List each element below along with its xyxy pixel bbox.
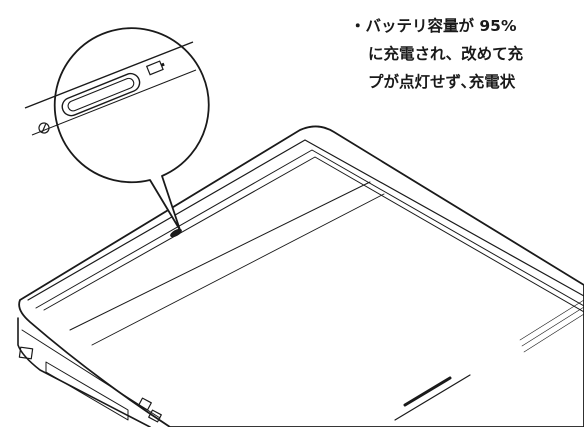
left-side-edge bbox=[21, 329, 161, 419]
usb-port-2 bbox=[148, 409, 162, 423]
lid-crease-2 bbox=[91, 193, 385, 346]
optical-drive-slot bbox=[45, 361, 129, 421]
closed-notebook-pc bbox=[17, 125, 584, 427]
callout-bubble bbox=[53, 27, 210, 231]
usb-port-1 bbox=[138, 397, 152, 411]
battery-icon bbox=[145, 60, 165, 76]
battery-charge-note: ・バッテリ容量が 95% に充電され、改めて充 プが点灯せず､充電状 bbox=[350, 12, 584, 96]
charge-lamp-inner bbox=[67, 77, 135, 112]
hinge-band-top bbox=[27, 139, 584, 301]
note-line-2: に充電され、改めて充 bbox=[368, 45, 524, 63]
power-icon bbox=[38, 122, 50, 134]
callout-edge-line-1 bbox=[24, 41, 194, 109]
note-line-3: プが点灯せず､充電状 bbox=[368, 73, 516, 91]
lid-panel bbox=[43, 156, 584, 313]
lid-crease bbox=[69, 181, 371, 331]
front-slot bbox=[394, 374, 471, 421]
port-left bbox=[18, 346, 34, 360]
front-vents bbox=[519, 299, 584, 353]
callout-magnifier bbox=[24, 27, 210, 231]
hinge-band-bottom bbox=[35, 149, 584, 309]
callout-edge-line-2 bbox=[31, 69, 197, 136]
lamp-on-lid bbox=[170, 228, 182, 238]
front-indicator-strip bbox=[403, 376, 452, 407]
note-line-1: ・バッテリ容量が 95% bbox=[350, 17, 517, 35]
left-side bbox=[17, 317, 151, 427]
